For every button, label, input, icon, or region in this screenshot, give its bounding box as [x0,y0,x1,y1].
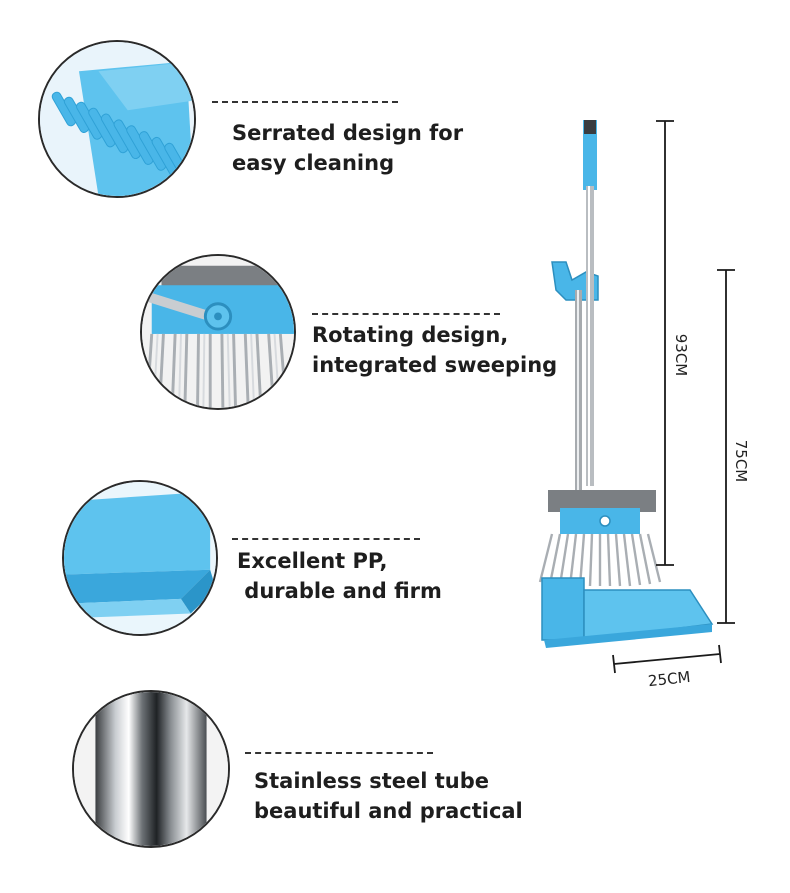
feature-3-line2: durable and firm [237,579,442,603]
feature-3-divider [232,538,420,540]
broom-head [538,490,662,587]
feature-3-text: Excellent PP, durable and firm [237,546,442,606]
feature-1-divider [212,101,398,103]
width-line [613,653,721,665]
feature-4-text: Stainless steel tube beautiful and pract… [254,766,523,826]
broom-pole [583,120,597,486]
dustpan [541,577,714,648]
serrated-comb-icon [40,42,194,196]
dustpan-pole [575,290,582,495]
steel-tube-photo [72,690,230,848]
total-height-label: 93CM [672,333,690,377]
feature-4-divider [245,752,433,754]
feature-2-text: Rotating design, integrated sweeping [312,320,557,380]
feature-1-line1: Serrated design for [232,121,464,145]
dustpan-height-label: 75CM [732,439,750,483]
feature-2-line2: integrated sweeping [312,353,558,377]
rotating-design-photo [140,254,296,410]
feature-3-line1: Excellent PP, [237,549,388,573]
feature-4-line1: Stainless steel tube [254,769,490,793]
rotating-joint-icon [142,256,294,408]
pp-material-photo [62,480,218,636]
feature-2-line1: Rotating design, [312,323,509,347]
feature-1-line2: easy cleaning [232,151,395,175]
feature-2-divider [312,313,500,315]
feature-1-text: Serrated design for easy cleaning [232,118,463,178]
feature-4-line2: beautiful and practical [254,799,523,823]
steel-tube-icon [74,692,228,846]
serrated-design-photo [38,40,196,198]
pp-dustpan-edge-icon [64,482,216,634]
